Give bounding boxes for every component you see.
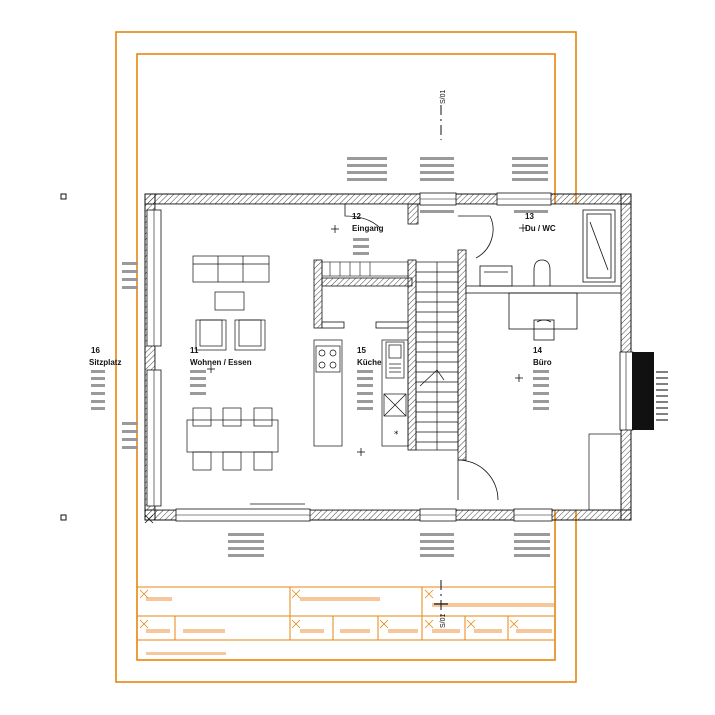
room-name-bath: Du / WC	[525, 224, 556, 233]
chair-icon	[192, 407, 273, 471]
room-number-kitchen: 15	[357, 346, 366, 355]
origin-cross-icon	[60, 193, 67, 521]
door-swing-icon	[344, 204, 499, 501]
desk-icon	[508, 292, 578, 341]
room-number-entrance: 12	[352, 212, 361, 221]
bathtub-icon	[582, 209, 616, 283]
interior-walls	[313, 203, 622, 461]
table-icon	[214, 291, 245, 311]
room-number-office: 14	[533, 346, 542, 355]
room-name-office: Büro	[533, 358, 552, 367]
room-number-terrace: 16	[91, 346, 100, 355]
level-cross	[144, 224, 527, 524]
sink-icon	[385, 341, 405, 379]
section-mark-top: S/01	[440, 89, 447, 104]
fan-symbol: *	[394, 430, 399, 440]
exterior-walls	[144, 193, 632, 521]
armchair-icon	[195, 319, 266, 351]
shelf	[321, 261, 409, 277]
room-name-entrance: Eingang	[352, 224, 384, 233]
washbasin	[479, 265, 513, 287]
stairs-icon	[415, 261, 459, 451]
section-mark-bottom: S/01	[440, 613, 447, 628]
sofa-icon	[192, 255, 270, 283]
kitchen-counter	[313, 339, 409, 447]
room-name-living: Wohnen / Essen	[190, 358, 252, 367]
room-name-terrace: Sitzplatz	[89, 358, 121, 367]
room-number-bath: 13	[525, 212, 534, 221]
shelf-office	[588, 433, 622, 511]
title-block	[137, 586, 555, 655]
section-line	[434, 105, 448, 615]
toilet-icon	[533, 259, 551, 286]
placeholder-text	[91, 157, 550, 557]
room-number-living: 11	[190, 346, 199, 355]
stove-icon	[315, 345, 341, 373]
fridge	[383, 393, 407, 417]
exterior-blind	[632, 352, 654, 430]
room-name-kitchen: Küche	[357, 358, 382, 367]
